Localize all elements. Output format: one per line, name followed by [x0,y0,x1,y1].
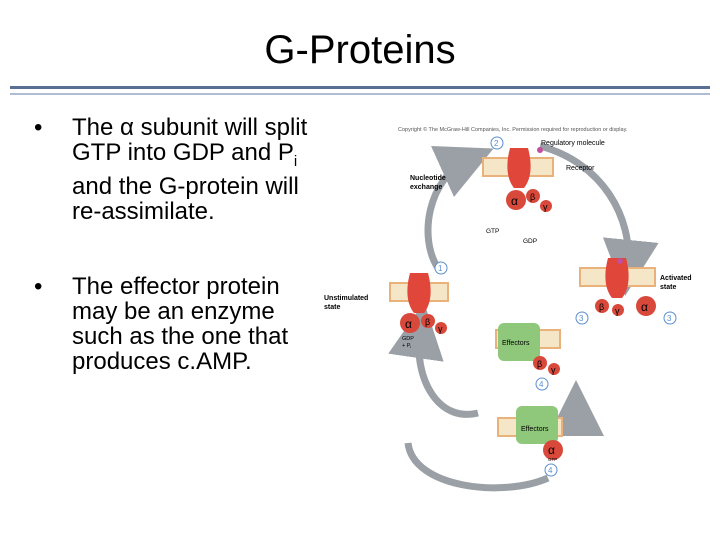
gdp-pi-label-1: GDP [402,336,414,342]
bullet-text: The effector protein may be an enzyme su… [72,273,288,375]
svg-text:α: α [548,443,555,457]
svg-text:3: 3 [667,314,672,323]
bullet-marker: • [34,274,42,299]
bullet-marker: • [34,115,42,140]
g-protein-cycle-diagram: Copyright © The McGraw-Hill Companies, I… [318,118,718,503]
svg-text:γ: γ [551,365,556,375]
receptor-label: Receptor [566,165,595,172]
step-2: 2 [491,137,503,149]
svg-text:4: 4 [548,466,553,475]
cycle-arrow-lower [408,443,548,488]
step-1: 1 [435,262,447,274]
svg-text:2: 2 [494,139,499,148]
copyright-text: Copyright © The McGraw-Hill Companies, I… [398,126,628,133]
gdp-pi-label-2: + Pi [402,343,411,349]
svg-text:α: α [641,300,648,314]
regulatory-molecule-dot [537,147,543,153]
gtp-label: GTP [486,228,499,235]
step-3b: 3 [664,312,676,324]
svg-text:α: α [405,317,412,331]
unstimulated-label-2: state [324,304,340,311]
title-divider [10,86,710,89]
subscript-i: i [294,153,297,170]
activated-label-1: Activated [660,275,692,282]
effectors-label-top: Effectors [502,340,530,347]
svg-text:β: β [599,302,604,312]
cycle-arrow-bottom-left [419,330,478,414]
effectors-label-bottom: Effectors [521,426,549,433]
gdp-label: GDP [523,238,537,245]
svg-text:β: β [537,359,542,369]
svg-text:1: 1 [438,264,443,273]
step-4a: 4 [536,378,548,390]
svg-text:β: β [425,317,430,327]
svg-text:γ: γ [615,306,620,316]
svg-text:4: 4 [539,380,544,389]
svg-text:α: α [511,194,518,208]
membrane-right [580,258,655,298]
svg-text:γ: γ [543,202,548,212]
bullet-list: • The α subunit will split GTP into GDP … [34,115,324,424]
regulatory-molecule-dot-right [617,258,623,264]
step-3a: 3 [576,312,588,324]
title-divider-light [10,93,710,95]
regulatory-molecule-label: Regulatory molecule [541,140,605,147]
svg-text:γ: γ [438,324,443,334]
bullet-item-2: • The effector protein may be an enzyme … [34,274,324,374]
step-4b: 4 [545,464,557,476]
nucleotide-exchange-label-2: exchange [410,184,442,191]
bullet-text: The α subunit will split GTP into GDP an… [72,114,307,225]
nucleotide-exchange-label-1: Nucleotide [410,175,446,182]
slide-title: G-Proteins [0,28,720,73]
svg-text:3: 3 [579,314,584,323]
membrane-left [390,273,448,313]
unstimulated-label-1: Unstimulated [324,295,368,302]
bullet-item-1: • The α subunit will split GTP into GDP … [34,115,324,224]
gtp-small-label: GTP [548,457,557,462]
activated-label-2: state [660,284,676,291]
membrane-effector-bottom [498,406,562,444]
svg-text:β: β [530,192,535,202]
membrane-top [483,148,553,188]
